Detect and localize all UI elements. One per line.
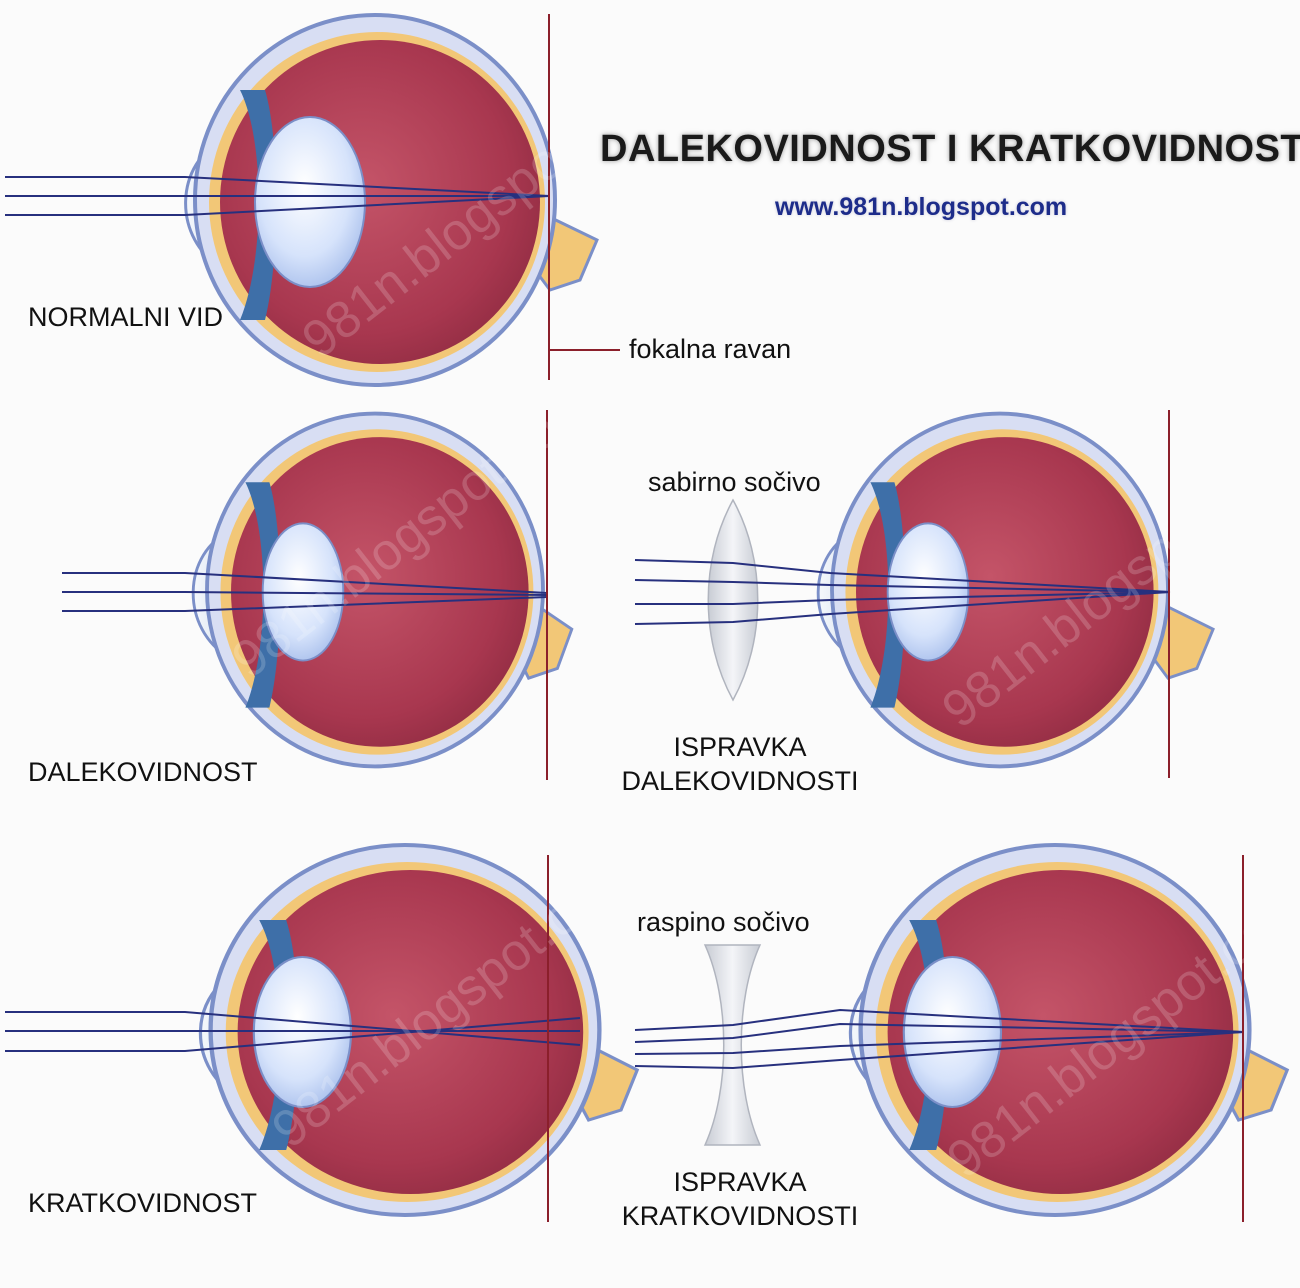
eye-lens — [902, 956, 1003, 1108]
eye-normal — [184, 13, 599, 387]
rays-hyperopia — [62, 572, 548, 612]
rays-myopia — [5, 1011, 581, 1052]
label-myopia-correction-line2: KRATKOVIDNOSTI — [621, 1201, 859, 1231]
iris — [870, 482, 906, 708]
diagram-title: DALEKOVIDNOST I KRATKOVIDNOST — [600, 128, 1300, 170]
website-url: www.981n.blogspot.com — [775, 193, 1068, 221]
vitreous-body — [887, 870, 1234, 1194]
rays-hyperopia-corrected — [634, 559, 1171, 625]
label-normal-vision: NORMALNI VID — [28, 302, 224, 332]
label-myopia-correction: ISPRAVKA KRATKOVIDNOSTI — [620, 1165, 860, 1233]
label-focal-plane: fokalna ravan — [629, 334, 792, 364]
label-diverging-lens: raspino sočivo — [637, 907, 810, 937]
converging-lens — [707, 498, 759, 702]
label-hyperopia: DALEKOVIDNOST — [28, 757, 258, 787]
label-myopia-correction-line1: ISPRAVKA — [673, 1167, 807, 1197]
label-hyperopia-correction-line2: DALEKOVIDNOSTI — [621, 766, 859, 796]
label-myopia: KRATKOVIDNOST — [28, 1188, 258, 1218]
eye-hyperopia — [191, 411, 574, 769]
label-hyperopia-correction: ISPRAVKA DALEKOVIDNOSTI — [620, 730, 860, 798]
focal-plane-lines — [546, 14, 1244, 1222]
vitreous-body — [231, 437, 529, 747]
eye-myopia-corrected — [848, 843, 1290, 1217]
vitreous-body — [856, 437, 1154, 747]
eye-lens — [254, 116, 366, 288]
rays-normal — [5, 176, 550, 216]
diverging-lens — [703, 944, 762, 1146]
label-hyperopia-correction-line1: ISPRAVKA — [673, 732, 807, 762]
iris — [245, 482, 281, 708]
eye-hyperopia-corrected — [816, 411, 1215, 769]
rays-myopia-corrected — [634, 1008, 1244, 1070]
label-converging-lens: sabirno sočivo — [648, 467, 821, 497]
eye-lens — [886, 522, 970, 662]
